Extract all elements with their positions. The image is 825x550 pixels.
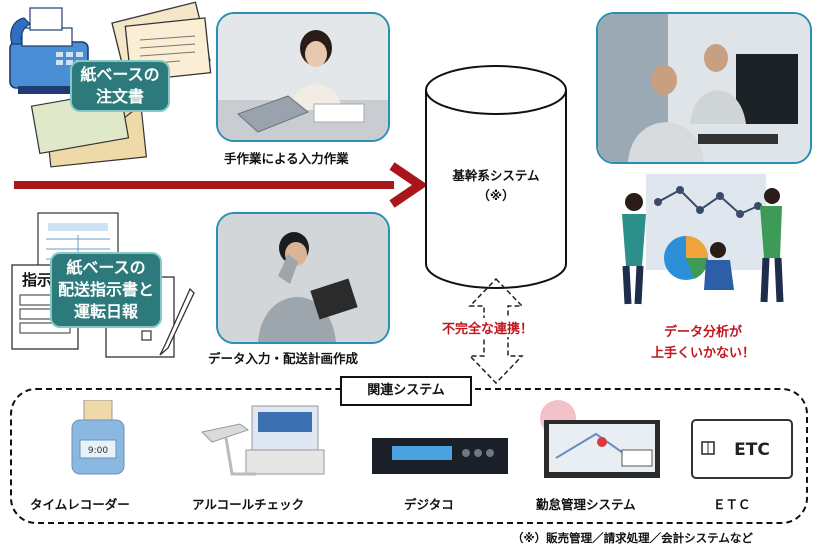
alcohol-checker-icon (200, 405, 325, 476)
core-system-label: 基幹系システム（※） (452, 168, 540, 203)
paper-order-label: 紙ベースの注文書 (72, 62, 168, 110)
data-entry-caption: データ入力・配送計画作成 (208, 351, 359, 366)
paper-dispatch-label: 紙ベースの配送指示書と運転日報 (52, 254, 160, 326)
digital-tachograph-icon (372, 438, 508, 474)
manual-input-caption: 手作業による入力作業 (224, 151, 349, 166)
system-label-digital-tacho: デジタコ (404, 497, 454, 512)
flow-arrow (14, 162, 429, 208)
etc-card-icon: ETC (691, 419, 793, 479)
related-systems-title: 関連システム (340, 376, 472, 406)
data-entry-photo (216, 212, 390, 344)
link-warning: 不完全な連携！ (440, 318, 536, 337)
etc-card-text: ETC (734, 440, 770, 460)
system-label-alcohol-check: アルコールチェック (192, 497, 305, 512)
clock-display: 9:00 (88, 446, 108, 456)
system-label-etc: ＥＴＣ (713, 497, 751, 512)
form-heading: 指示 (22, 271, 53, 289)
core-system-cylinder (425, 65, 567, 289)
system-label-attendance: 勤怠管理システム (536, 497, 636, 512)
analysts-photo (596, 12, 812, 164)
analysis-warning: データ分析が上手くいかない！ (650, 325, 755, 361)
incomplete-link-arrow (468, 277, 524, 385)
system-label-time-recorder: タイムレコーダー (30, 497, 130, 512)
manual-input-photo (216, 12, 390, 142)
data-analysis-illustration (622, 174, 784, 305)
footnote: （※）販売管理／請求処理／会計システムなど (512, 531, 753, 545)
attendance-system-icon (540, 400, 660, 478)
time-recorder-icon: 9:00 (71, 400, 125, 475)
